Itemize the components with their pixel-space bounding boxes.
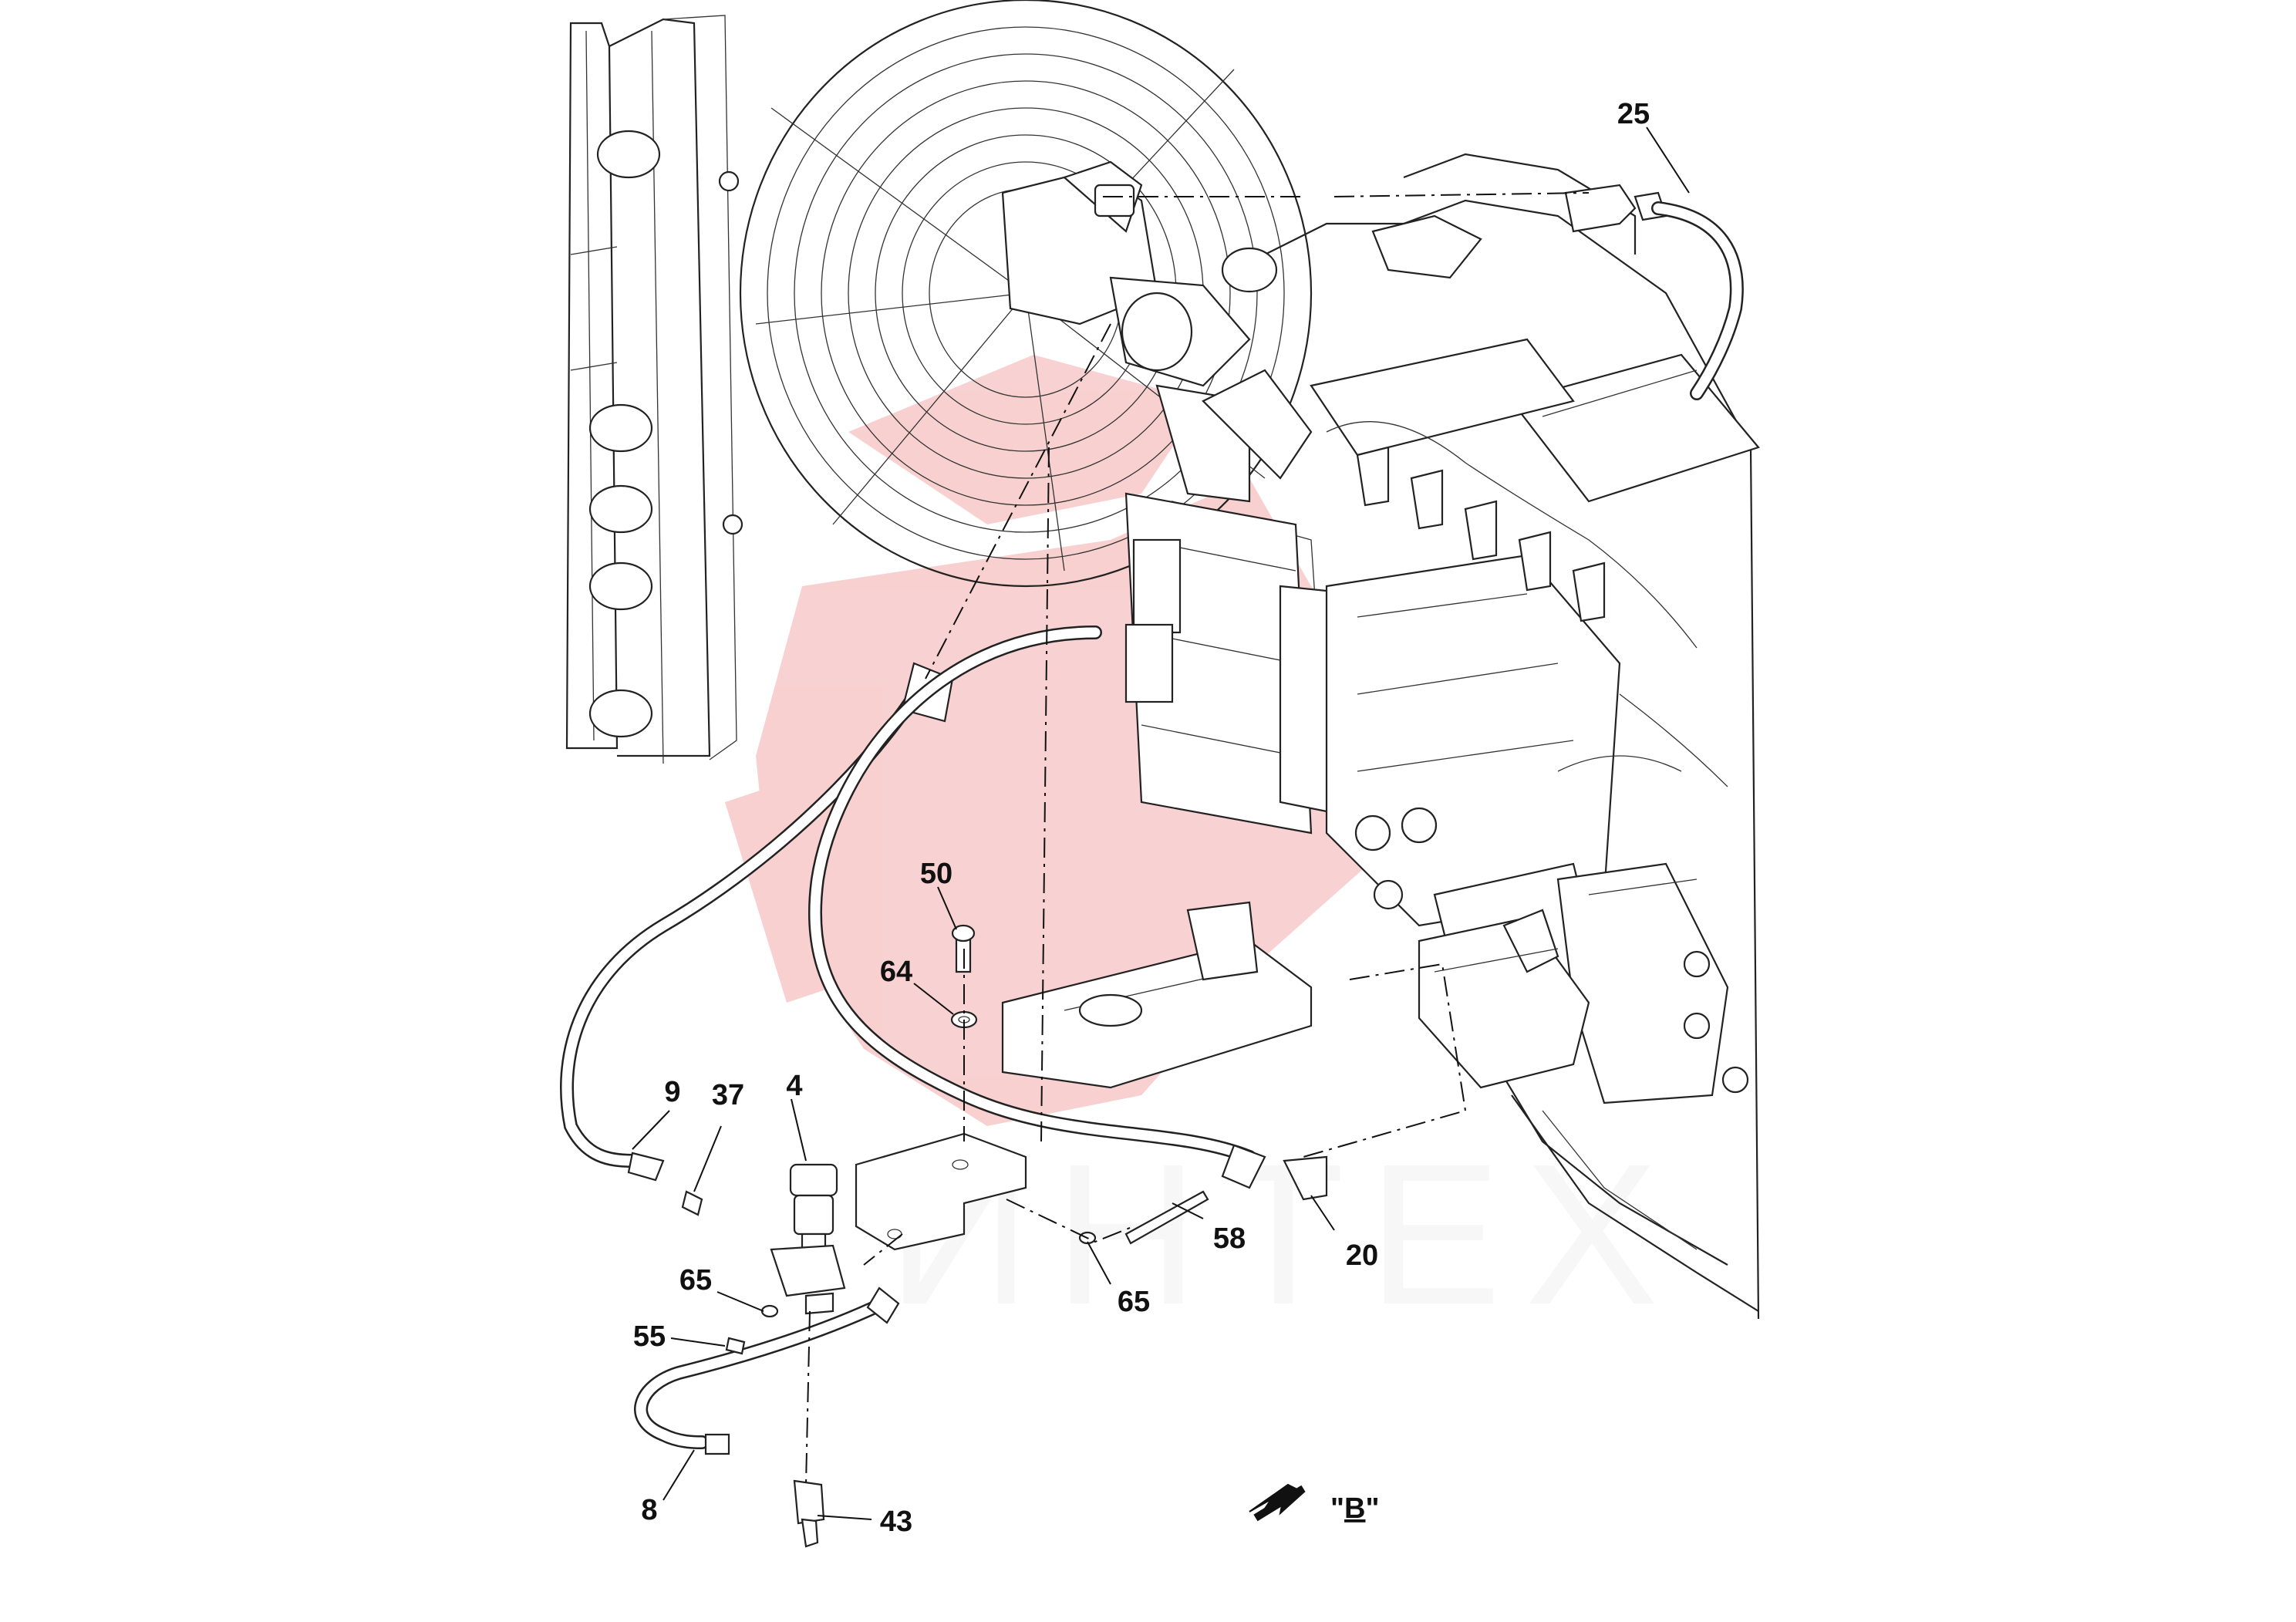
callout-37: 37 [712, 1079, 744, 1111]
callout-64: 64 [880, 956, 912, 988]
hose-25 [1651, 201, 1744, 400]
callout-65-right: 65 [1118, 1286, 1150, 1318]
callout-4: 4 [786, 1070, 802, 1102]
callout-65-left: 65 [679, 1264, 712, 1297]
callout-43: 43 [880, 1506, 912, 1538]
view-label-letter: B [1344, 1492, 1365, 1525]
hose-20 [807, 626, 1328, 1201]
view-label-quote-open: " [1330, 1492, 1344, 1525]
callout-8: 8 [641, 1494, 657, 1526]
view-b-label: "B" [1249, 1483, 1380, 1525]
callout-58: 58 [1213, 1222, 1246, 1255]
callout-9: 9 [664, 1076, 680, 1108]
view-arrow-icon [1249, 1483, 1306, 1522]
engine [1001, 153, 1760, 1320]
mounting-bracket [855, 1132, 1027, 1251]
fan-motor [1001, 160, 1313, 503]
svg-text:"B": "B" [1330, 1492, 1380, 1525]
leader-lines [632, 126, 1690, 1520]
view-label-quote-close: " [1365, 1492, 1379, 1525]
callout-20: 20 [1346, 1239, 1378, 1272]
callout-55: 55 [633, 1320, 666, 1353]
center-lines [805, 192, 1590, 1485]
solenoid-valve-4 [770, 1163, 846, 1315]
callout-50: 50 [920, 858, 952, 890]
hose-8 [634, 1286, 900, 1449]
callouts: 25 50 64 4 9 37 58 20 65 65 55 8 43 [633, 98, 1650, 1538]
callout-25: 25 [1617, 98, 1650, 130]
radiator [565, 15, 737, 764]
small-parts [627, 924, 1209, 1548]
